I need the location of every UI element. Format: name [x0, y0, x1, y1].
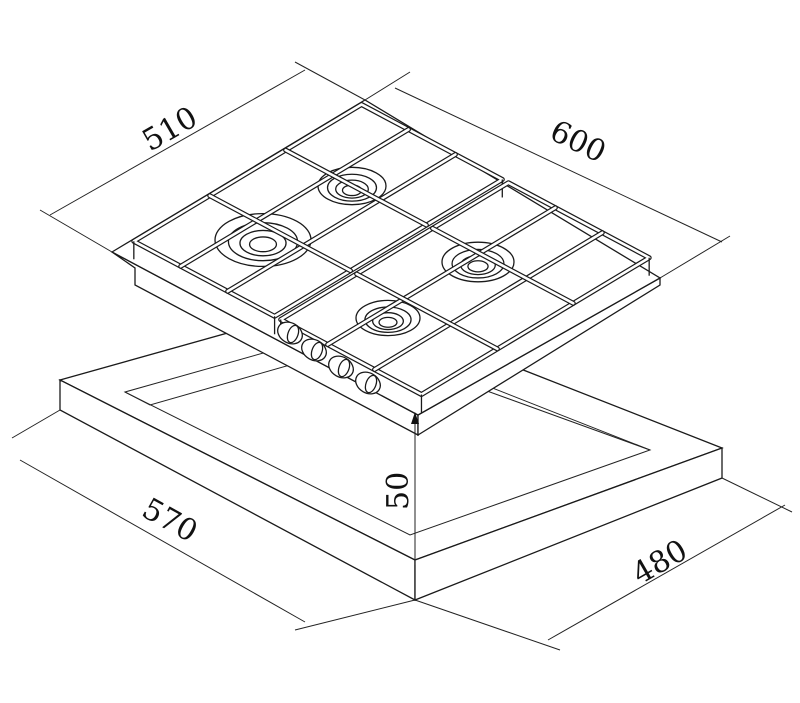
arrow-icon [411, 412, 419, 424]
ext-line [294, 599, 416, 631]
cutout-inner-edge [124, 344, 651, 451]
control-knob-2[interactable] [298, 335, 331, 365]
grate-bar-highlight [226, 153, 457, 293]
dim-line-570 [19, 459, 306, 623]
ext-line [364, 71, 411, 101]
control-knob-1[interactable] [274, 318, 307, 348]
grate-bar-highlight [208, 194, 352, 272]
dim-label-50: 50 [381, 472, 416, 510]
control-knob-4[interactable] [352, 368, 385, 398]
countertop [58, 299, 724, 602]
dim-label-480: 480 [627, 533, 694, 592]
control-knob-3[interactable] [325, 352, 358, 382]
burner-ring [248, 236, 278, 253]
grate-bar-highlight [431, 227, 575, 305]
gas-hob [110, 99, 662, 437]
dim-line-600 [394, 87, 723, 243]
dim-line-510 [49, 69, 306, 216]
dim-label-600: 600 [544, 114, 611, 171]
grate-bar-highlight [284, 148, 428, 227]
ext-line [294, 61, 366, 101]
dim-line-480 [547, 504, 786, 641]
dim-label-570: 570 [136, 491, 203, 549]
knob-grip [286, 324, 300, 344]
burner-3 [441, 241, 515, 283]
burner-ring [378, 316, 398, 328]
knob-grip [337, 358, 351, 378]
ext-line [659, 235, 731, 279]
grate-bar-highlight [326, 206, 557, 346]
knob-grip [310, 341, 324, 361]
ext-line [721, 477, 793, 513]
burner-ring [467, 260, 489, 273]
ext-line [39, 209, 113, 253]
pan-support-grate-2 [278, 180, 652, 413]
grate-bar-highlight [355, 272, 499, 351]
dimension-lines [11, 61, 793, 651]
ext-line [414, 599, 561, 651]
grate-bar-highlight [373, 231, 604, 371]
dim-label-510: 510 [137, 100, 204, 159]
knob-grip [364, 374, 378, 394]
grate-bar-highlight [179, 128, 410, 268]
ext-line [11, 409, 61, 439]
